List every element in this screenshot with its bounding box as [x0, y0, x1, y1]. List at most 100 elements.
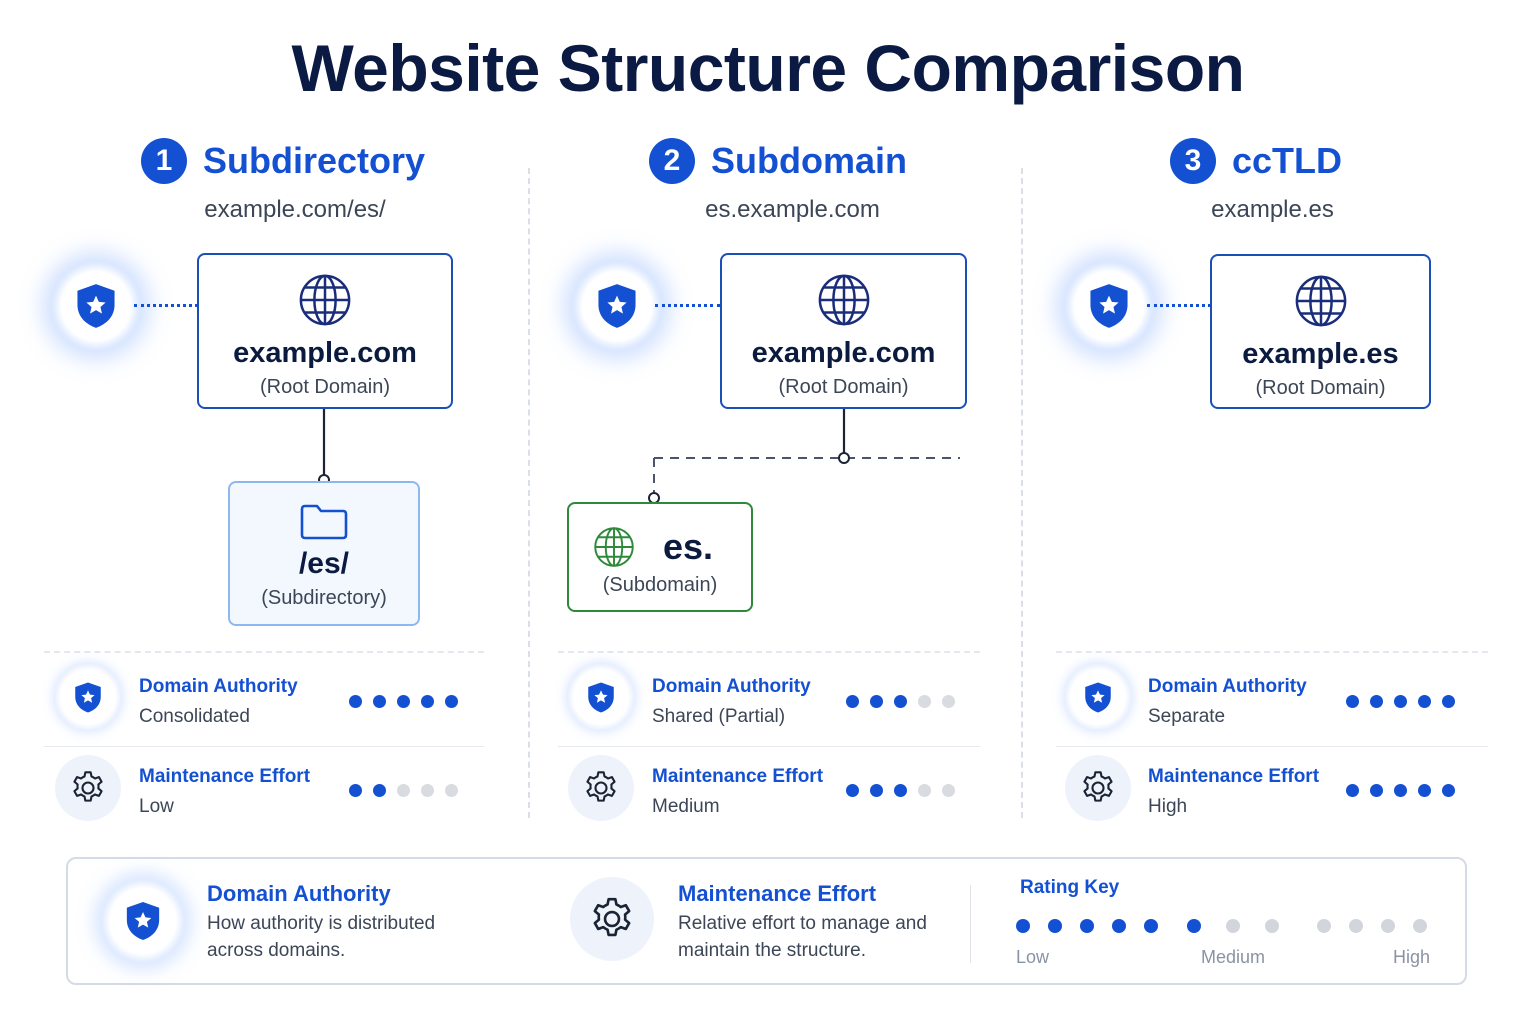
rating-dot	[870, 695, 883, 708]
rating-dot	[349, 784, 362, 797]
gear-icon	[55, 755, 121, 821]
rating-dots	[349, 784, 458, 797]
rating-key-high-label: High	[1393, 947, 1431, 967]
rating-dot	[846, 695, 859, 708]
subdomain-box: es. (Subdomain)	[567, 502, 753, 612]
rating-dot	[1346, 695, 1359, 708]
column-url: es.example.com	[705, 196, 880, 223]
dotted-connector	[655, 304, 720, 307]
step-number-badge: 2	[649, 138, 695, 184]
globe-icon	[298, 273, 352, 327]
rating-dot	[397, 784, 410, 797]
rating-dot	[1346, 784, 1359, 797]
section-divider	[558, 651, 980, 653]
legend-maintenance-title: Maintenance Effort	[678, 881, 877, 906]
globe-icon	[1294, 274, 1348, 328]
rating-dot	[1394, 695, 1407, 708]
gear-icon	[570, 877, 654, 961]
rating-dot	[1144, 919, 1158, 933]
metric-value: Medium	[652, 796, 720, 817]
rating-dots	[1346, 695, 1455, 708]
dotted-connector	[1147, 304, 1211, 307]
metric-value: High	[1148, 796, 1188, 817]
globe-icon	[817, 273, 871, 327]
legend-panel: Domain Authority How authority is distri…	[66, 857, 1467, 985]
rating-dot	[1394, 784, 1407, 797]
metric-label-maintenance-effort: Maintenance Effort	[1148, 766, 1320, 787]
rating-dot	[373, 695, 386, 708]
rating-dot	[421, 695, 434, 708]
shield-icon	[55, 664, 121, 730]
metric-value: Low	[139, 796, 174, 817]
subdomain-name: es.	[663, 526, 714, 567]
page-title: Website Structure Comparison	[291, 31, 1245, 105]
shield-icon	[52, 262, 140, 350]
shield-icon	[101, 879, 185, 963]
rating-dot	[421, 784, 434, 797]
rating-dots	[846, 784, 955, 797]
metric-label-domain-authority: Domain Authority	[1148, 676, 1307, 697]
rating-dot	[870, 784, 883, 797]
gear-icon	[1065, 755, 1131, 821]
rating-dot	[397, 695, 410, 708]
rating-dot	[1226, 919, 1240, 933]
column-title: ccTLD	[1232, 140, 1343, 181]
metric-label-domain-authority: Domain Authority	[139, 676, 298, 697]
root-domain-box: example.com (Root Domain)	[720, 253, 967, 409]
rating-dot	[918, 784, 931, 797]
metric-value: Separate	[1148, 706, 1226, 727]
root-domain-box: example.es (Root Domain)	[1210, 254, 1431, 409]
rating-dot	[1187, 919, 1201, 933]
step-number-badge: 3	[1170, 138, 1216, 184]
gear-icon	[568, 755, 634, 821]
subdirectory-name: /es/	[298, 547, 350, 580]
root-domain-label: (Root Domain)	[778, 376, 909, 398]
rating-dot	[1370, 695, 1383, 708]
legend-separator	[970, 885, 971, 963]
rating-dot	[1370, 784, 1383, 797]
column-divider	[528, 168, 530, 818]
metric-label-maintenance-effort: Maintenance Effort	[652, 766, 824, 787]
rating-dots	[846, 695, 955, 708]
tree-connector	[318, 409, 330, 486]
rating-dot	[894, 695, 907, 708]
rating-dots	[1346, 784, 1455, 797]
rating-dot	[1048, 919, 1062, 933]
section-divider	[1056, 651, 1488, 653]
shield-icon	[568, 664, 634, 730]
rating-dot	[1381, 919, 1395, 933]
row-separator	[558, 746, 980, 747]
dotted-connector	[134, 304, 198, 307]
rating-dot	[846, 784, 859, 797]
column-divider	[1021, 168, 1023, 818]
root-domain-label: (Root Domain)	[259, 376, 391, 398]
metric-value: Shared (Partial)	[652, 706, 786, 727]
shield-icon	[573, 262, 661, 350]
rating-key-low-label: Low	[1016, 947, 1050, 967]
column-header: 3 ccTLD	[1170, 138, 1342, 184]
metric-label-domain-authority: Domain Authority	[652, 676, 811, 697]
folder-icon	[299, 503, 349, 541]
subdirectory-box: /es/ (Subdirectory)	[228, 481, 420, 626]
rating-dot	[1418, 695, 1431, 708]
row-separator	[1056, 746, 1488, 747]
root-domain-name: example.es	[1242, 338, 1399, 370]
rating-key-high-dots	[1317, 919, 1427, 933]
rating-dot	[1442, 784, 1455, 797]
rating-key-medium-dots	[1187, 919, 1279, 933]
rating-dot	[445, 695, 458, 708]
root-domain-box: example.com (Root Domain)	[197, 253, 453, 409]
rating-dot	[918, 695, 931, 708]
rating-dot	[1080, 919, 1094, 933]
column-header: 2 Subdomain	[649, 138, 907, 184]
rating-key-title: Rating Key	[1020, 877, 1120, 898]
rating-dot	[1413, 919, 1427, 933]
shield-icon	[1065, 664, 1131, 730]
rating-key-medium-label: Medium	[1201, 947, 1266, 967]
root-domain-name: example.com	[751, 337, 936, 369]
rating-dot	[942, 695, 955, 708]
rating-key-low-dots	[1016, 919, 1158, 933]
column-header: 1 Subdirectory	[141, 138, 425, 184]
rating-dot	[1349, 919, 1363, 933]
rating-dot	[349, 695, 362, 708]
